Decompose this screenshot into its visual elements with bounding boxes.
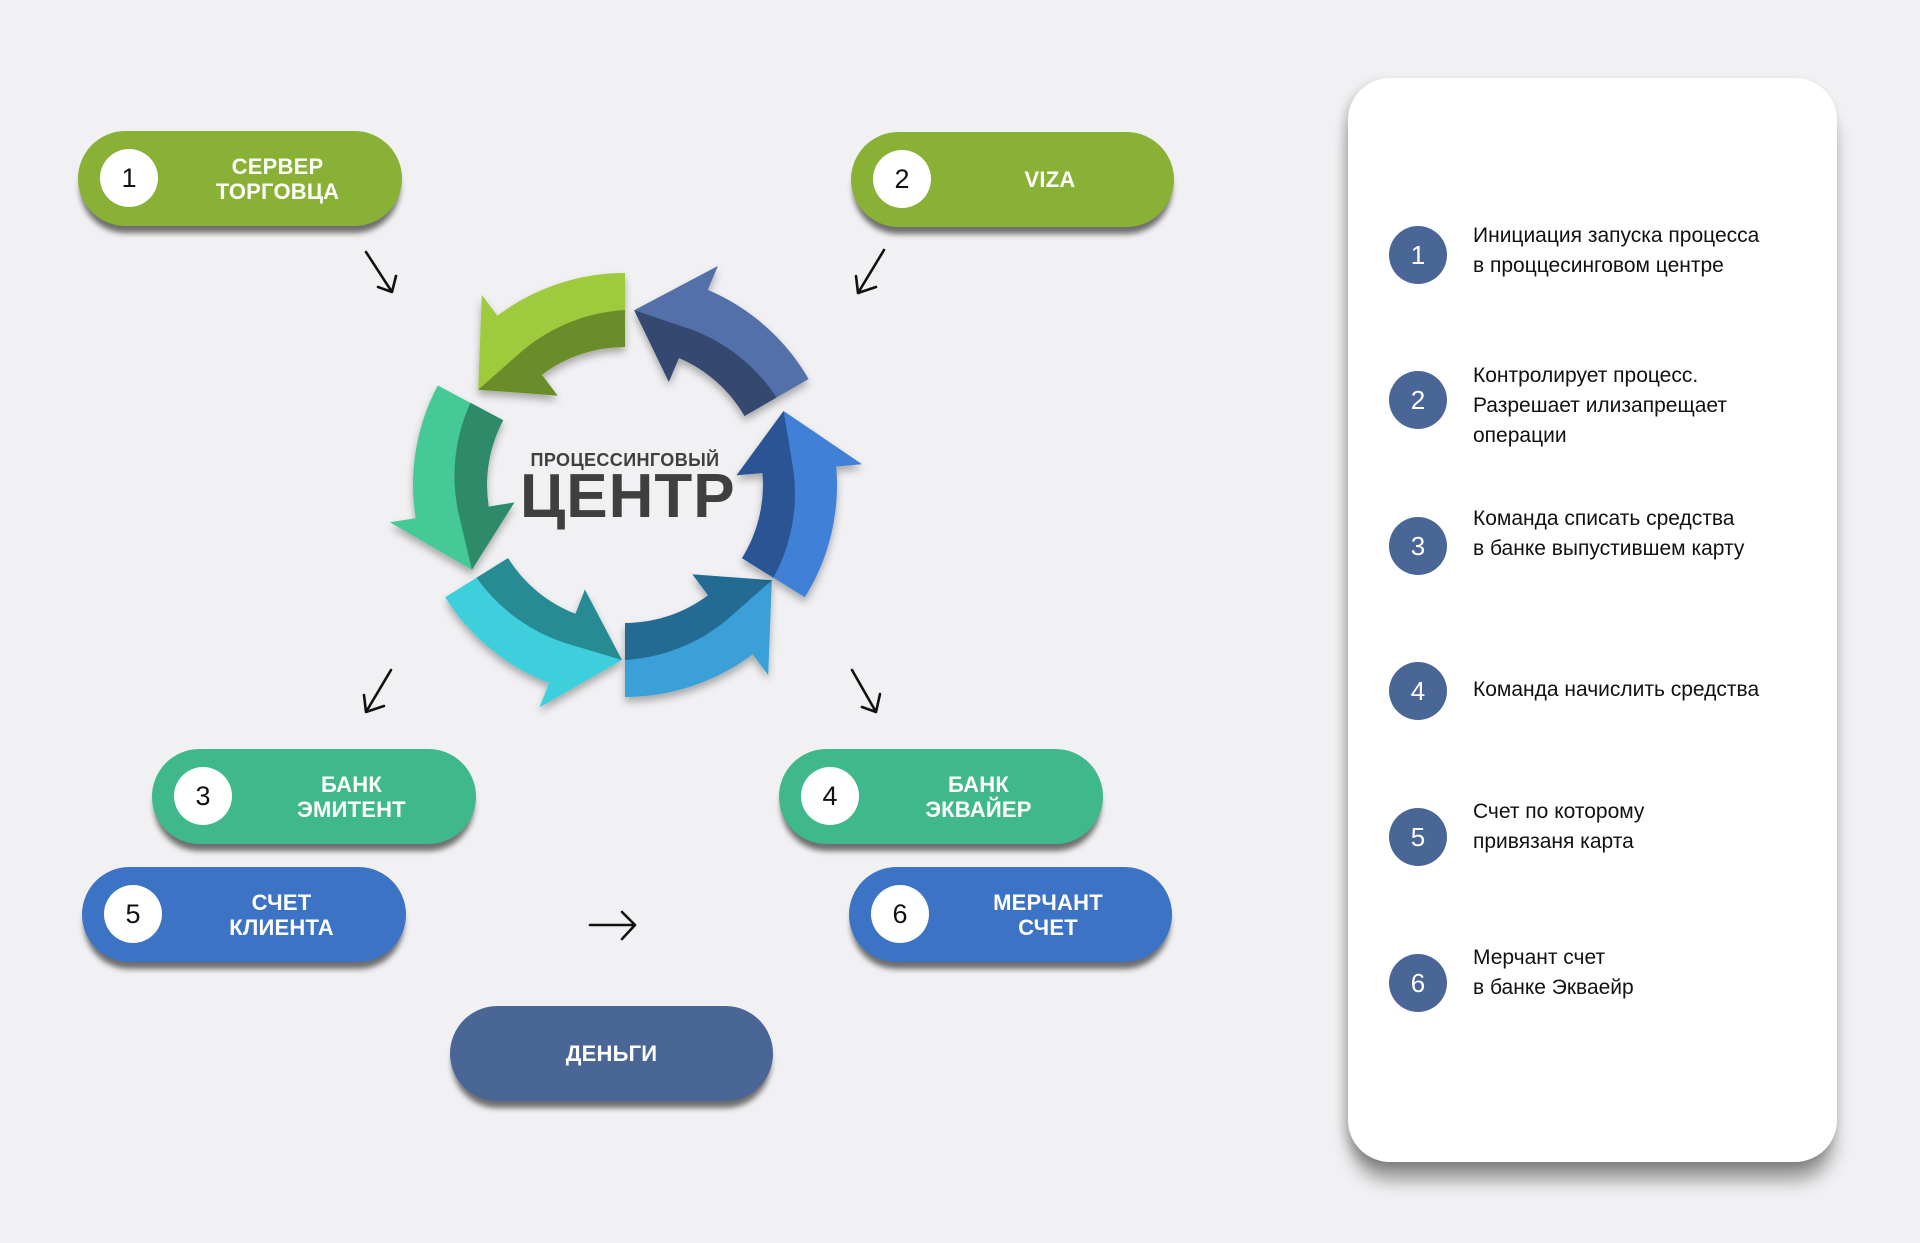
node-label-line: ТОРГОВЦА [215,178,340,204]
legend-number-badge: 2 [1389,371,1447,429]
node-server[interactable]: 1 СЕРВЕР ТОРГОВЦА [78,131,402,226]
legend-text: Счет по которому привязаня карта [1473,797,1833,857]
connector-arrow-down-right-icon [364,250,398,294]
center-title: ЦЕНТР [520,462,736,531]
node-label-line: БАНК [321,771,382,797]
legend-text: Контролирует процесс. Разрешает илизапре… [1473,361,1833,451]
cycle-arrow-shade-green [478,310,625,396]
legend-text-line: Счет по которому [1473,800,1645,823]
legend-text-line: Команда начислить средства [1473,678,1760,701]
node-label: МЕРЧАНТ СЧЕТ [944,867,1152,962]
legend-text-line: в банке выпустившем карту [1473,537,1745,560]
node-label: СЕРВЕР ТОРГОВЦА [173,131,382,226]
connector-arrow-down-left-icon [854,248,886,295]
node-label-line: БАНК [948,771,1009,797]
cycle-arrow-cyan [445,558,622,708]
node-number-badge: 5 [104,885,162,943]
node-issuer-bank[interactable]: 3 БАНК ЭМИТЕНТ [152,749,476,844]
legend-number-badge: 5 [1389,808,1447,866]
node-label-line: КЛИЕНТА [229,914,334,940]
legend-number-badge: 4 [1389,662,1447,720]
legend-text-line: Мерчант счет [1473,946,1606,969]
node-number-badge: 4 [801,767,859,825]
connector-arrow-right-icon [588,910,637,941]
node-viza[interactable]: 2 VIZA [851,132,1174,227]
cycle-arrow-shade-navy [634,310,777,416]
cycle-arrow-shade-sky-blue [625,574,772,660]
legend-panel: 1 Инициация запуска процесса в проццесин… [1348,78,1837,1162]
cycle-arrow-blue [736,411,863,598]
node-merchant-account[interactable]: 6 МЕРЧАНТ СЧЕТ [849,867,1172,962]
legend-text: Мерчант счет в банке Экваейр [1473,943,1833,1003]
cycle-arrow-shade-teal-green [454,402,515,570]
legend-text: Команда списать средства в банке выпусти… [1473,504,1833,564]
legend-number-badge: 1 [1389,226,1447,284]
legend-text-line: Команда списать средства [1473,507,1735,530]
node-label: БАНК ЭКВАЙЕР [874,749,1083,844]
legend-text-line: операции [1473,424,1567,447]
node-money[interactable]: ДЕНЬГИ [450,1006,773,1101]
connector-arrow-down-right-icon [850,668,882,714]
cycle-arrow-teal-green [389,385,515,570]
node-label-line: ЭМИТЕНТ [297,796,406,822]
node-label: ДЕНЬГИ [470,1006,753,1101]
node-label-line: VIZA [1024,167,1076,192]
cycle-arrow-navy [634,265,809,416]
node-number-badge: 2 [873,150,931,208]
cycle-arrow-shade-blue [736,411,795,578]
legend-text-line: в проццесинговом центре [1473,254,1724,277]
node-label-line: СЧЕТ [251,889,312,915]
node-number-badge: 1 [100,149,158,207]
node-label: БАНК ЭМИТЕНТ [247,749,456,844]
legend-text-line: в банке Экваейр [1473,976,1634,999]
center-subtitle: ПРОЦЕССИНГОВЫЙ [530,450,720,470]
node-number-badge: 6 [871,885,929,943]
legend-text-line: привязаня карта [1473,830,1634,853]
node-number-badge: 3 [174,767,232,825]
legend-text-line: Контролирует процесс. [1473,364,1699,387]
legend-text-line: Разрешает илизапрещает [1473,394,1728,417]
cycle-arrow-shade-cyan [476,558,622,660]
legend-number-badge: 3 [1389,517,1447,575]
node-label-line: ЭКВАЙЕР [925,796,1032,822]
connector-arrow-down-left-icon [362,668,393,714]
node-client-account[interactable]: 5 СЧЕТ КЛИЕНТА [82,867,406,962]
node-label-line: СЧЕТ [1018,914,1078,940]
node-label: СЧЕТ КЛИЕНТА [177,867,386,962]
node-label: VIZA [946,132,1154,227]
node-label-line: СЕРВЕР [231,153,324,179]
legend-text: Команда начислить средства [1473,675,1833,705]
legend-text-line: Инициация запуска процесса [1473,224,1760,247]
node-acquirer-bank[interactable]: 4 БАНК ЭКВАЙЕР [779,749,1103,844]
legend-number-badge: 6 [1389,954,1447,1012]
node-label-line: ДЕНЬГИ [565,1041,658,1066]
legend-text: Инициация запуска процесса в проццесинго… [1473,221,1833,281]
node-label-line: МЕРЧАНТ [993,889,1103,915]
